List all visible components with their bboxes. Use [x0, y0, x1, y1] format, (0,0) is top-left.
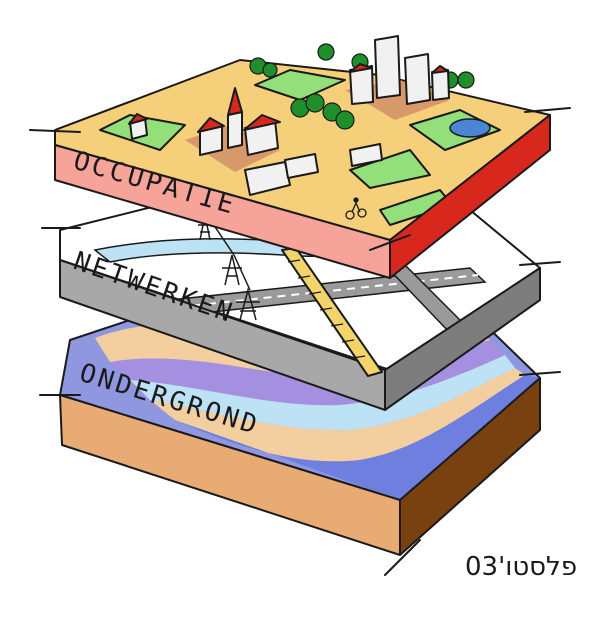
cyclist-icon: [345, 197, 367, 220]
geology-band-blue: [175, 375, 540, 500]
village: [128, 87, 281, 156]
occupatie-side: [389, 114, 551, 279]
geology-band-lightblue: [130, 355, 515, 431]
tower-icon: [349, 35, 450, 105]
pond: [449, 118, 491, 138]
ondergrond-side: [399, 377, 541, 556]
green-plot: [349, 149, 431, 189]
layer-occupatie: OCCUPATIE: [29, 35, 571, 279]
geology-band-sand-2: [150, 368, 525, 462]
warehouse-icon: [244, 143, 383, 196]
artist-signature: פלסטו'03: [465, 552, 577, 582]
green-plot: [254, 69, 346, 101]
netwerken-side: [384, 267, 541, 411]
